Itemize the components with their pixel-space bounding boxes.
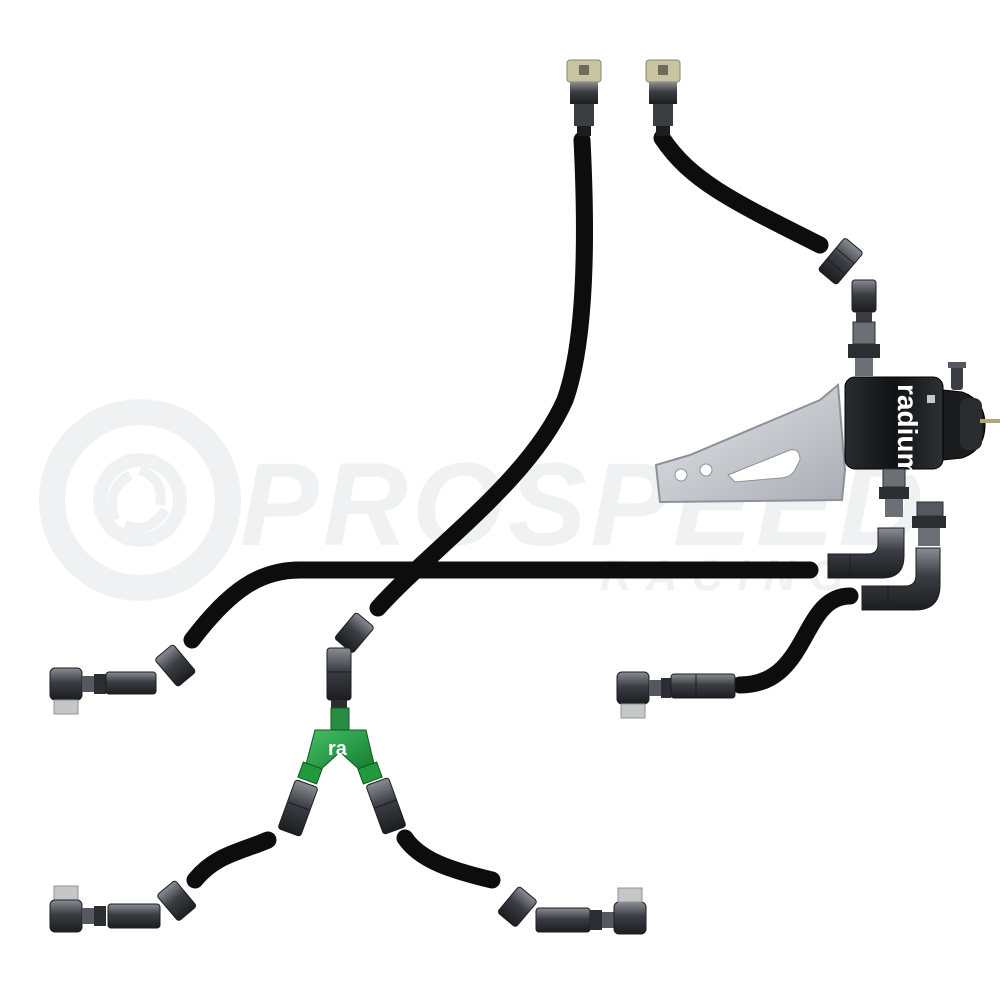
hose-return-right (731, 587, 859, 694)
rail-fitting-bottom-right (590, 887, 647, 935)
regulator-inlet-adapter (848, 321, 880, 376)
hose-top-right (653, 129, 829, 254)
watermark-turbo-logo (39, 399, 241, 601)
hose-end-y-right (366, 777, 406, 835)
bracket-slot (727, 449, 801, 483)
hose-lower-left (186, 831, 277, 889)
hose-end-90-lower (861, 547, 941, 611)
inlet-fitting-left (566, 59, 602, 136)
hose-end-45-bottom-left (107, 880, 197, 929)
rail-fitting-bottom-left (49, 885, 106, 933)
rail-fitting-left (49, 667, 106, 715)
hose-end-straight-right (670, 673, 736, 699)
hose-long-diagonal (369, 131, 594, 617)
hose-end-45-left (105, 644, 196, 695)
hose-lower-right (396, 829, 501, 889)
hose-end-45-top (818, 238, 877, 332)
inlet-fitting-right (645, 59, 681, 136)
regulator-outlet-adapter (879, 468, 909, 517)
y-block-logo: ra (328, 738, 348, 760)
rail-fitting-right (616, 671, 671, 719)
hose-horizontal-long (183, 561, 819, 649)
fuel-pressure-regulator: radium (844, 362, 1000, 477)
return-adapter (912, 501, 946, 546)
regulator-logo: radium (892, 384, 923, 477)
bracket-hole-2 (699, 463, 713, 477)
bracket-hole-1 (674, 468, 688, 482)
hose-end-45-center (326, 612, 374, 710)
hose-end-45-bottom-right (497, 886, 591, 933)
hose-end-90-upper (827, 527, 905, 579)
y-block-fitting: ra (297, 707, 383, 785)
hose-end-y-left (278, 779, 318, 837)
